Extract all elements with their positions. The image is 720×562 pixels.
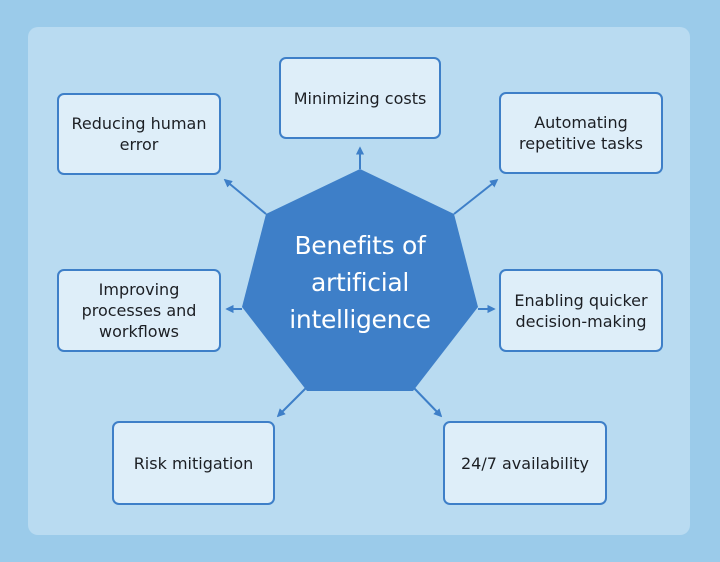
- arrow-to-reducing-human-error: [223, 178, 267, 215]
- center-title: Benefits of artificial intelligence: [289, 230, 431, 334]
- benefit-improving-processes: Improving processes and workflows: [57, 269, 221, 352]
- center-heptagon: [242, 169, 478, 391]
- arrow-to-risk-mitigation: [276, 386, 308, 418]
- benefit-risk-mitigation: Risk mitigation: [112, 421, 275, 505]
- benefit-reducing-human-error: Reducing human error: [57, 93, 221, 175]
- benefit-minimizing-costs: Minimizing costs: [279, 57, 441, 139]
- arrow-to-availability: [412, 386, 443, 418]
- benefit-quicker-decision-making: Enabling quicker decision-making: [499, 269, 663, 352]
- benefit-automating-repetitive-tasks: Automating repetitive tasks: [499, 92, 663, 174]
- arrow-to-automating-tasks: [453, 178, 499, 215]
- benefit-24-7-availability: 24/7 availability: [443, 421, 607, 505]
